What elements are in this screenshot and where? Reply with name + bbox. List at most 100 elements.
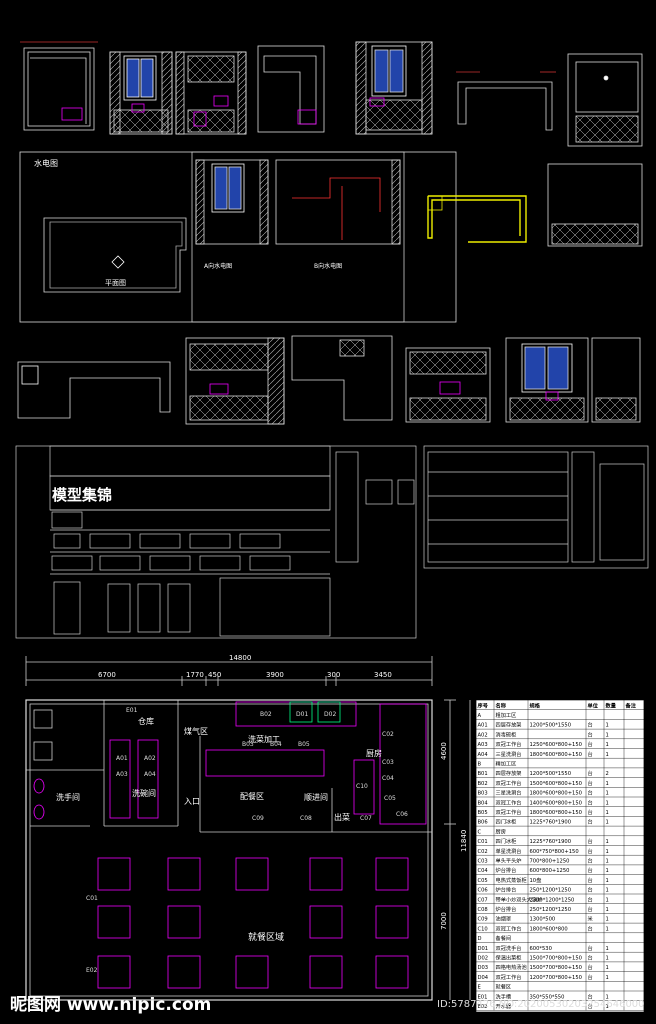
equipment-code: A01: [116, 755, 128, 762]
water-electric-sheet: 平面图 水电图 A向水电图 B向水电图: [19, 151, 643, 323]
table-cell: 2: [606, 771, 609, 777]
table-cell: 四层存放架: [496, 769, 522, 777]
table-header-cell: 名称: [496, 701, 507, 709]
dim-1770: 1770: [186, 671, 204, 679]
table-cell: 炉台排台: [496, 866, 517, 874]
kitchen-elevation-5: [355, 41, 433, 135]
equipment-code: C03: [382, 759, 394, 766]
table-cell: 台: [588, 769, 593, 777]
table-cell: 炉台排台: [496, 905, 517, 913]
kitchen-plan-1: [20, 41, 98, 131]
table-cell: 双冠工作台: [496, 808, 522, 816]
table-cell: 1200*700*800+150: [530, 975, 582, 981]
table-cell: 台: [588, 866, 593, 874]
dim-6700: 6700: [98, 671, 116, 679]
table-cell: 1: [606, 956, 609, 962]
table-cell: 就餐区: [496, 983, 512, 991]
table-cell: C03: [478, 859, 488, 865]
table-cell: 台: [588, 895, 593, 903]
table-cell: B02: [478, 781, 488, 787]
table-cell: 1500*700*800+150: [530, 965, 582, 971]
table-cell: 油烟罩: [496, 915, 512, 923]
table-cell: E: [478, 985, 481, 991]
room-entrance: 入口: [184, 797, 200, 806]
dim-3450: 3450: [374, 671, 392, 679]
dim-7000: 7000: [440, 912, 448, 930]
table-cell: C09: [478, 917, 488, 923]
table-cell: 双冠洗手台: [496, 944, 522, 952]
table-header-cell: 备注: [625, 701, 637, 709]
table-cell: 1800*600*800+150: [530, 752, 582, 758]
elev-b-label: B向水电图: [314, 262, 342, 270]
equipment-code: C10: [356, 783, 368, 790]
equipment-code: A02: [144, 755, 156, 762]
table-cell: 台: [588, 944, 593, 952]
dim-3900: 3900: [266, 671, 284, 679]
table-header-cell: 序号: [478, 701, 488, 709]
table-cell: 四门冰柜: [496, 837, 517, 845]
table-cell: 1: [606, 868, 609, 874]
table-cell: 1500*600*800+150: [530, 781, 582, 787]
equipment-code: C05: [384, 795, 396, 802]
table-cell: 1800*600*800+150: [530, 791, 582, 797]
equipment-code: C07: [360, 815, 372, 822]
table-cell: 开水器: [496, 1002, 512, 1010]
table-cell: 双冠工作台: [496, 973, 522, 981]
table-cell: 1: [606, 849, 609, 855]
table-cell: 1: [606, 1004, 609, 1010]
equipment-code: B03: [242, 741, 254, 748]
table-cell: 台: [588, 721, 593, 729]
kitchen-elevation-2: [109, 51, 173, 135]
table-cell: C06: [478, 888, 488, 894]
table-cell: 600*530: [530, 946, 552, 952]
table-header-cell: 规格: [530, 701, 541, 709]
equipment-code: C02: [382, 731, 394, 738]
table-cell: 700*800+1250: [530, 859, 570, 865]
room-pass: 顺进间: [304, 793, 328, 802]
table-cell: 10盘: [530, 876, 542, 884]
table-cell: 台: [588, 789, 593, 797]
room-prep: 配餐区: [240, 792, 264, 801]
table-cell: C10: [478, 926, 488, 932]
floor-plan-label: 平面图: [105, 279, 126, 287]
table-cell: 1: [606, 907, 609, 913]
table-cell: C: [478, 829, 482, 835]
table-cell: B04: [478, 800, 489, 806]
table-cell: 1200*500*1550: [530, 723, 572, 729]
table-cell: 台: [588, 876, 593, 884]
room-kitchen: 厨房: [366, 748, 382, 758]
equipment-code: C08: [300, 815, 312, 822]
table-cell: 带单小炒双头大锅炉: [496, 895, 543, 903]
table-cell: 1500*700*800+150: [530, 956, 582, 962]
table-cell: 台: [588, 924, 593, 932]
table-cell: 1: [606, 965, 609, 971]
table-cell: 1200*500*1550: [530, 771, 572, 777]
table-cell: 台: [588, 750, 593, 758]
table-header-cell: 单位: [588, 701, 599, 709]
table-cell: B01: [478, 771, 488, 777]
table-cell: C02: [478, 849, 488, 855]
table-cell: 1800*600*800: [530, 926, 568, 932]
table-cell: D03: [478, 965, 489, 971]
table-cell: D01: [478, 946, 489, 952]
table-cell: 粗加工区: [496, 711, 517, 719]
elev-a-label: A向水电图: [204, 262, 232, 270]
table-cell: 1: [606, 820, 609, 826]
table-cell: 双冠工作台: [496, 798, 522, 806]
table-cell: 三星洗涮台: [496, 750, 522, 758]
table-cell: 厨房: [496, 827, 506, 835]
dim-4600: 4600: [440, 742, 448, 760]
table-cell: 台: [588, 905, 593, 913]
equipment-code: B04: [270, 741, 282, 748]
equipment-code: E02: [86, 967, 98, 974]
table-cell: B05: [478, 810, 488, 816]
table-cell: 四门冰柜: [496, 818, 517, 826]
table-cell: 350*550*550: [530, 994, 565, 1000]
table-cell: 1: [606, 800, 609, 806]
kitchen-plan-4: [257, 45, 325, 133]
table-cell: B06: [478, 820, 488, 826]
room-veg-wash: 洗菜加工: [248, 734, 280, 744]
dim-300: 300: [327, 671, 340, 679]
table-cell: A: [478, 713, 482, 719]
